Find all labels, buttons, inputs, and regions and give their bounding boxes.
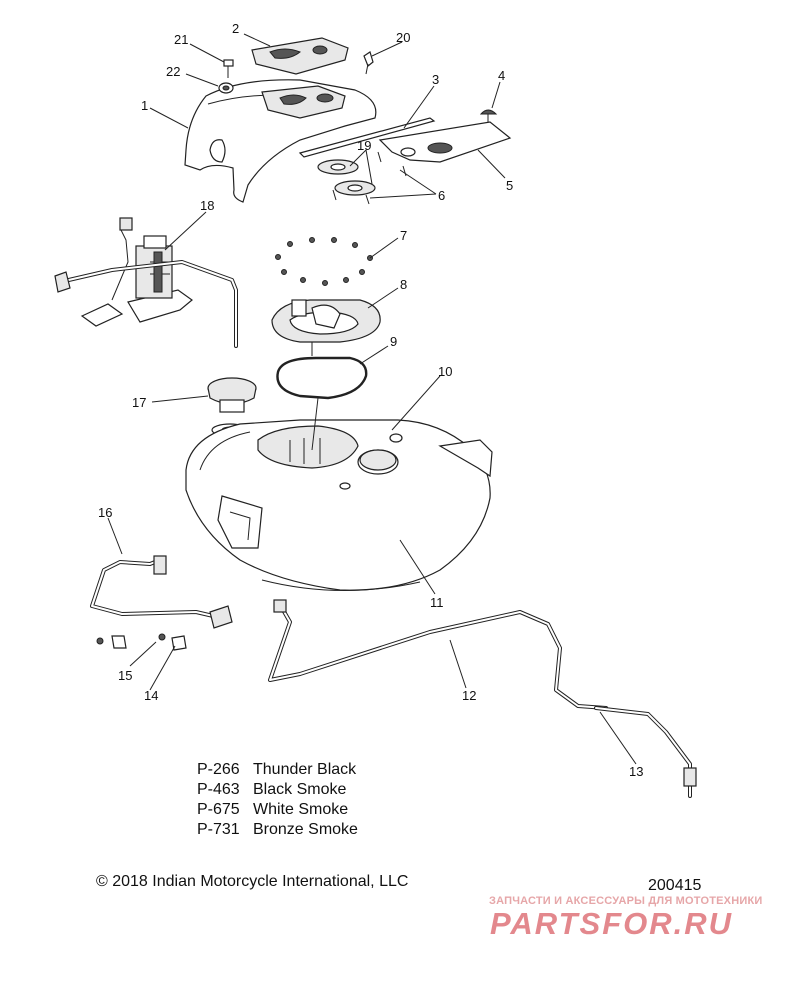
legend-code: P-463 — [197, 781, 240, 798]
callout-2: 2 — [232, 21, 239, 36]
callout-13: 13 — [629, 764, 643, 779]
legend-row: P-675 White Smoke — [197, 800, 358, 820]
part-7-nuts — [275, 237, 373, 286]
color-legend: P-266 Thunder Black P-463 Black Smoke P-67… — [197, 760, 358, 840]
part-2-console-insert — [251, 37, 349, 75]
part-12-fuel-line — [268, 599, 608, 710]
callout-18: 18 — [200, 198, 214, 213]
callout-11: 11 — [430, 595, 444, 610]
leader-lines — [107, 33, 637, 765]
callout-3: 3 — [432, 72, 439, 87]
legend-code: P-675 — [197, 801, 240, 818]
part-5-mounting-plate — [378, 121, 512, 163]
legend-color-name: White Smoke — [253, 801, 349, 818]
legend-row: P-731 Bronze Smoke — [197, 820, 358, 840]
callout-5: 5 — [506, 178, 513, 193]
legend-code: P-731 — [197, 821, 240, 838]
legend-color-name: Bronze Smoke — [253, 821, 358, 838]
part-11-fuel-tank — [185, 419, 493, 592]
callout-9: 9 — [390, 334, 397, 349]
watermark-tagline: ЗАПЧАСТИ И АКСЕССУАРЫ ДЛЯ МОТОТЕХНИКИ — [489, 895, 763, 907]
part-6-screws — [332, 151, 407, 205]
part-16-vent-tube — [90, 555, 233, 629]
part-4-rivet — [479, 109, 498, 122]
callout-22: 22 — [166, 64, 180, 79]
callout-7: 7 — [400, 228, 407, 243]
legend-row: P-463 Black Smoke — [197, 780, 358, 800]
callout-19: 19 — [357, 138, 371, 153]
callout-1: 1 — [141, 98, 148, 113]
part-10-cap-plate — [359, 449, 397, 471]
part-19-washers — [317, 159, 376, 196]
callout-numbers: 1 2 3 4 5 6 7 8 9 10 11 12 13 14 15 16 1… — [98, 21, 643, 779]
part-9-seal — [276, 356, 368, 400]
part-13-fuel-line-end — [594, 706, 697, 798]
part-22-grommet — [218, 82, 234, 94]
part-1-console — [184, 79, 377, 203]
watermark-logo: PARTSFOR.RU — [490, 906, 734, 941]
callout-12: 12 — [462, 688, 476, 703]
document-number: 200415 — [648, 877, 702, 894]
callout-14: 14 — [144, 688, 158, 703]
callout-21: 21 — [174, 32, 188, 47]
callout-15: 15 — [118, 668, 132, 683]
copyright-notice: © 2018 Indian Motorcycle International, … — [96, 873, 409, 890]
callout-6: 6 — [438, 188, 445, 203]
part-8-pump-plate — [271, 299, 381, 356]
part-14-fitting — [158, 633, 187, 651]
part-3-trim-strip — [298, 117, 436, 158]
part-20-screw — [363, 51, 374, 75]
callout-8: 8 — [400, 277, 407, 292]
legend-color-name: Thunder Black — [253, 761, 357, 778]
callout-4: 4 — [498, 68, 505, 83]
legend-row: P-266 Thunder Black — [197, 760, 358, 780]
legend-code: P-266 — [197, 761, 240, 778]
legend-color-name: Black Smoke — [253, 781, 347, 798]
callout-20: 20 — [396, 30, 410, 45]
callout-10: 10 — [438, 364, 452, 379]
callout-17: 17 — [132, 395, 146, 410]
part-18-fuel-pump — [54, 217, 238, 348]
part-21-screw — [223, 59, 234, 78]
part-15-fitting — [96, 635, 127, 649]
callout-16: 16 — [98, 505, 112, 520]
